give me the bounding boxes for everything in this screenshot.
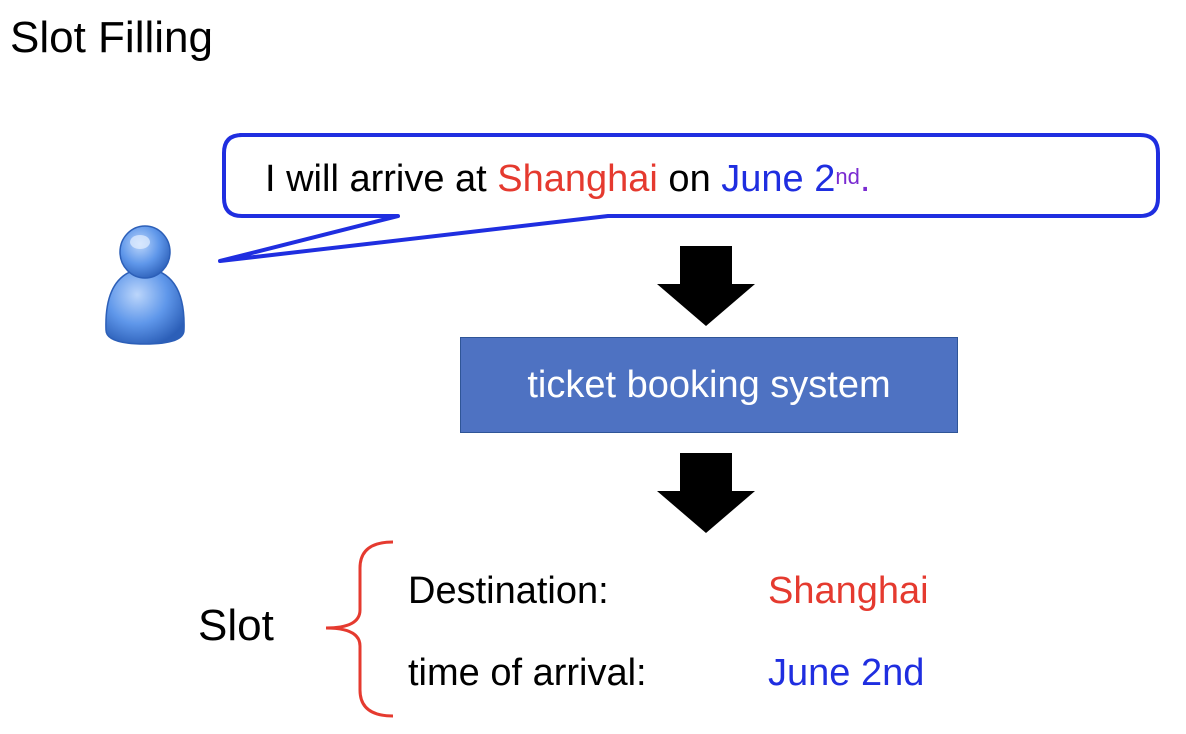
utterance-date: June 2	[721, 158, 836, 200]
utterance-part: I will arrive at	[265, 158, 498, 200]
page-title: Slot Filling	[10, 13, 213, 62]
user-icon	[105, 225, 185, 345]
slot-name-destination: Destination:	[408, 570, 609, 612]
slot-label: Slot	[198, 601, 274, 650]
down-arrow-icon	[657, 453, 755, 533]
brace-icon	[325, 540, 394, 718]
utterance-city: Shanghai	[497, 158, 658, 200]
utterance-end: .	[859, 158, 871, 200]
slot-value-destination: Shanghai	[768, 570, 929, 612]
down-arrow-icon	[657, 246, 755, 326]
system-label: ticket booking system	[527, 363, 891, 406]
slot-value-time-of-arrival: June 2nd	[768, 652, 925, 694]
utterance-part: on	[657, 158, 722, 200]
utterance-date-suffix: nd	[835, 164, 860, 189]
slot-name-time-of-arrival: time of arrival:	[408, 652, 647, 694]
utterance-text: I will arrive at Shanghai on June 2nd.	[265, 156, 870, 202]
speech-bubble	[218, 133, 1160, 263]
ticket-booking-system-box: ticket booking system	[460, 337, 958, 433]
